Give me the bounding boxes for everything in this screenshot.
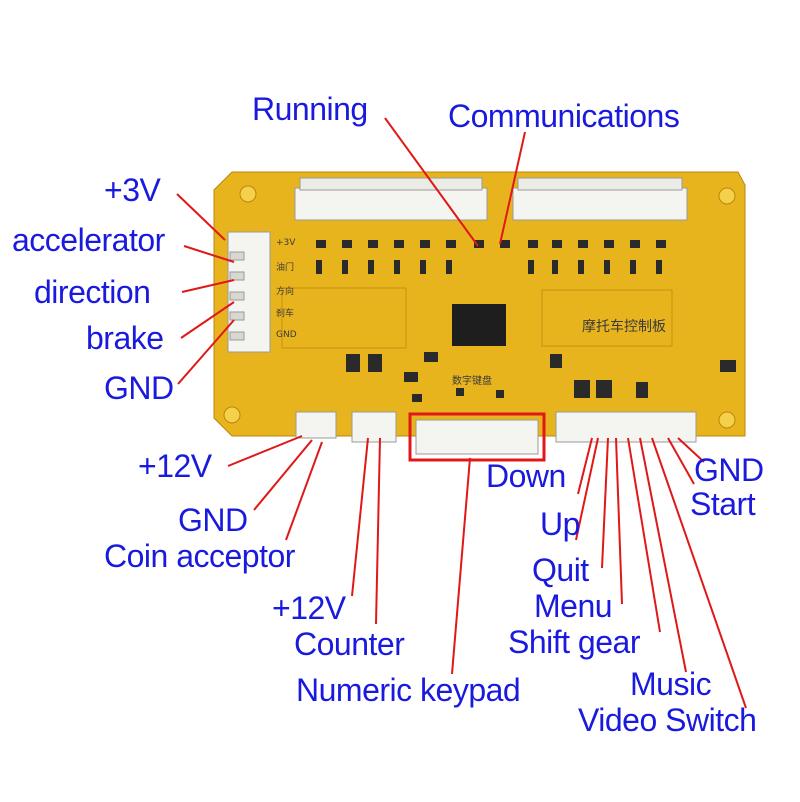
silk-accel: 油门 — [276, 263, 295, 273]
label-shift-gear: Shift gear — [508, 624, 640, 660]
label-accelerator: accelerator — [12, 222, 165, 258]
smd-components — [316, 240, 736, 402]
label-coin-acceptor: Coin acceptor — [104, 538, 295, 574]
label-quit: Quit — [532, 552, 589, 588]
label-down: Down — [486, 458, 566, 494]
silk-3v: +3V — [276, 238, 296, 248]
label-video-switch: Video Switch — [578, 702, 757, 738]
label-numeric-keypad: Numeric keypad — [296, 672, 521, 708]
silk-dir: 方向 — [276, 287, 295, 297]
main-ic — [452, 304, 506, 346]
label-plus3v-top: +3V — [104, 172, 161, 208]
label-gnd-right: GND — [694, 452, 764, 488]
silk-gnd: GND — [276, 330, 297, 340]
silk-brake: 刹车 — [276, 309, 295, 319]
top-left-connector — [294, 177, 488, 221]
label-gnd-coin: GND — [178, 502, 248, 538]
label-music: Music — [630, 666, 712, 702]
label-start: Start — [690, 486, 756, 522]
label-counter: Counter — [294, 626, 405, 662]
bottom-keypad-connector — [415, 419, 539, 455]
leader-lines — [176, 117, 747, 709]
board-title-cn: 摩托车控制板 — [582, 319, 666, 335]
label-direction: direction — [34, 274, 151, 310]
keypad-highlight-box — [408, 412, 546, 462]
bottom-coin-connector — [295, 411, 337, 439]
label-running: Running — [252, 91, 368, 127]
bottom-control-connector — [555, 411, 697, 443]
label-plus12v-coin: +12V — [138, 448, 212, 484]
label-menu: Menu — [534, 588, 613, 624]
left-connector — [227, 231, 271, 353]
label-brake: brake — [86, 320, 164, 356]
top-right-connector — [512, 177, 688, 221]
bottom-counter-connector — [351, 411, 397, 443]
label-plus12v-counter: +12V — [272, 590, 346, 626]
board-keypad-cn: 数字键盘 — [452, 376, 492, 387]
label-gnd-left: GND — [104, 370, 174, 406]
label-communications: Communications — [448, 98, 680, 134]
label-up: Up — [540, 506, 580, 542]
